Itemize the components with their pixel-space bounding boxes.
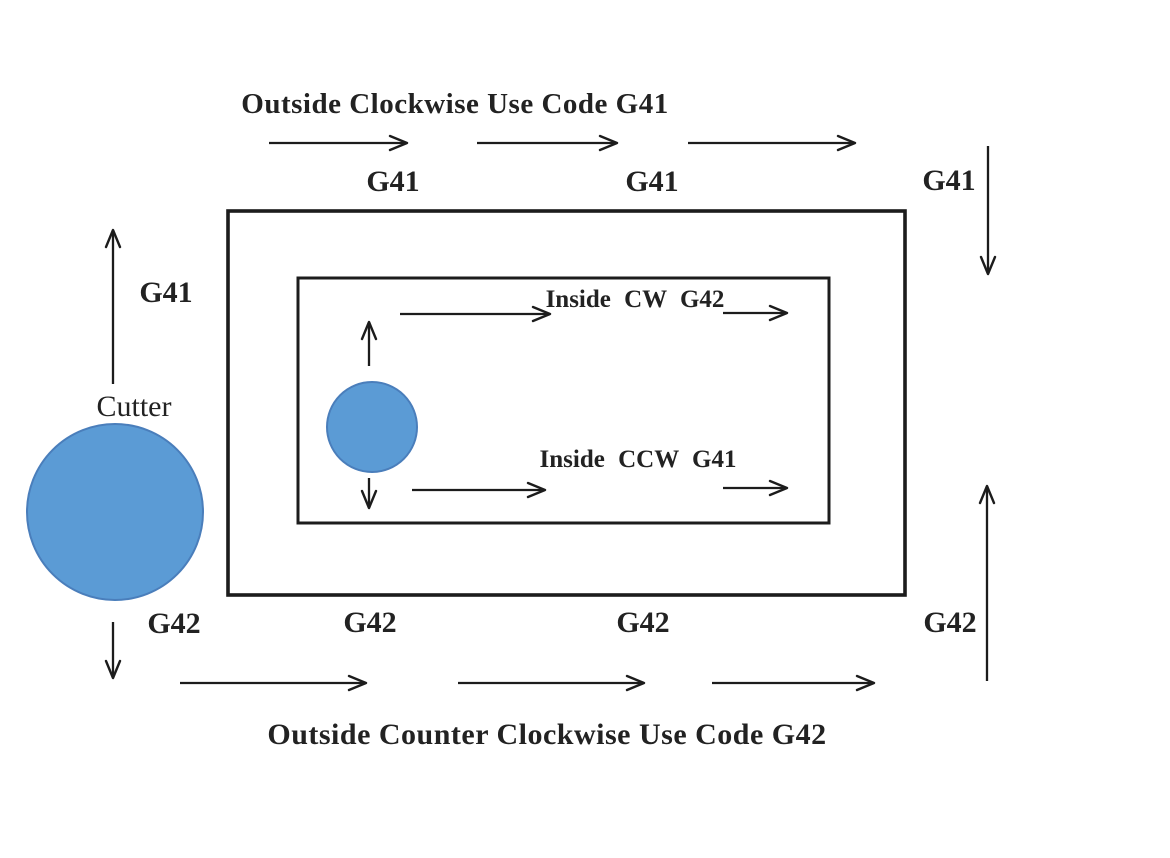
cutter-label: Cutter (97, 390, 172, 423)
top-code-label-2: G41 (625, 165, 678, 198)
top-code-label-1: G41 (366, 165, 419, 198)
inside-ccw-label: Inside CCW G41 (540, 446, 737, 473)
left-up-code-label: G41 (139, 276, 192, 309)
bottom-title: Outside Counter Clockwise Use Code G42 (267, 718, 826, 751)
outer-part-rectangle (226, 209, 907, 597)
bottom-code-label-2: G42 (616, 606, 669, 639)
inner-pocket-rectangle (296, 276, 831, 525)
inside-cw-label: Inside CW G42 (546, 286, 725, 313)
cutter-circle-large (26, 423, 204, 601)
top-code-label-3: G41 (922, 164, 975, 197)
bottom-code-label-1: G42 (343, 606, 396, 639)
bottom-code-label-3: G42 (923, 606, 976, 639)
cutter-circle-small (326, 381, 418, 473)
left-down-code-label: G42 (147, 607, 200, 640)
top-title: Outside Clockwise Use Code G41 (241, 88, 668, 120)
